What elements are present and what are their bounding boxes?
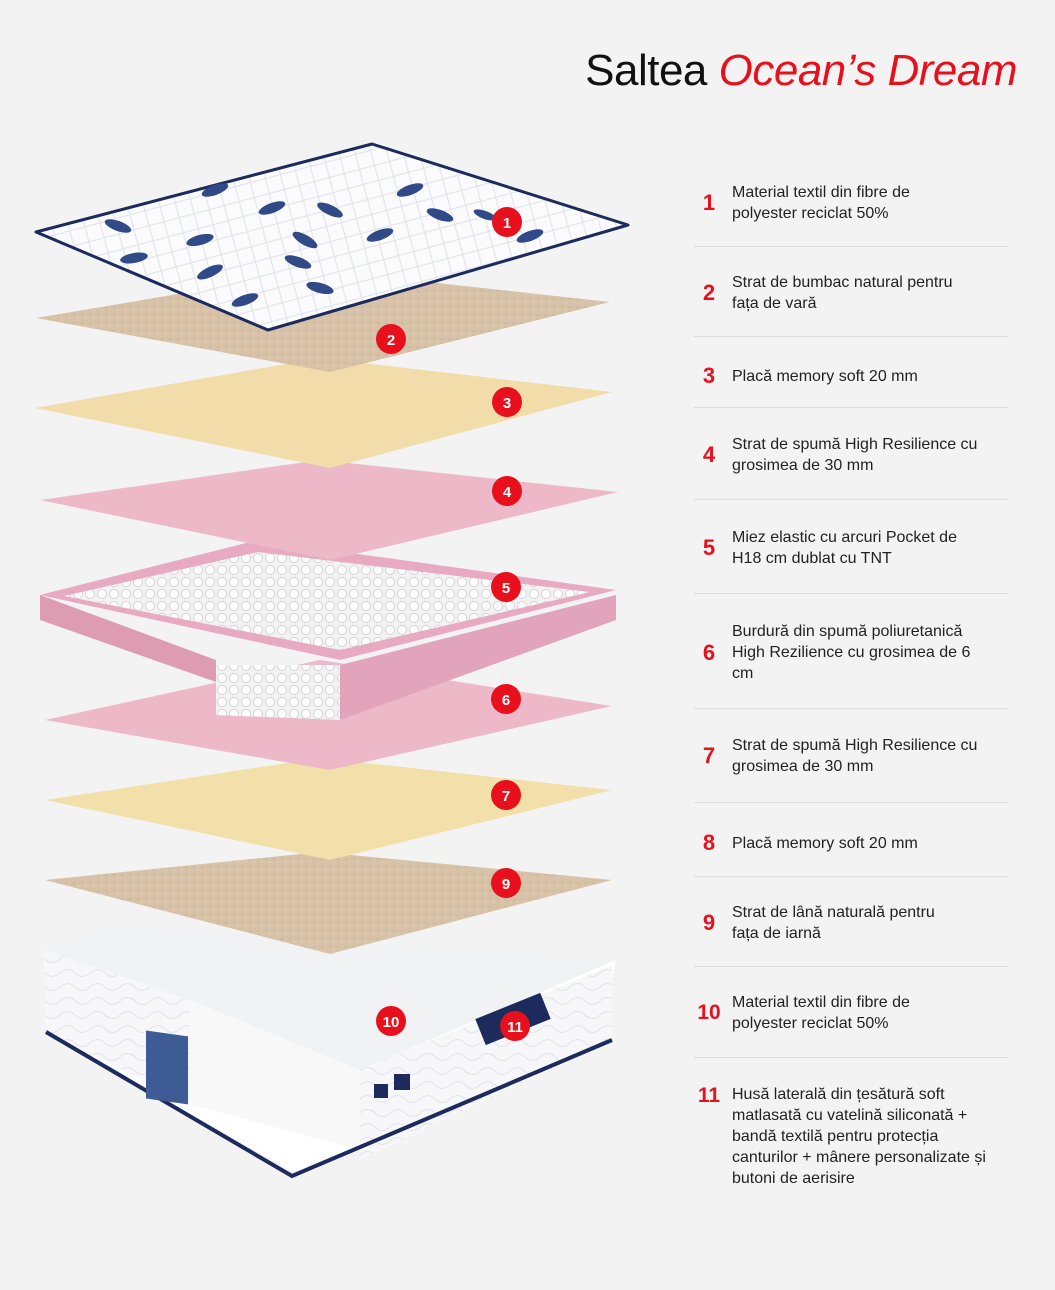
badge-6: 6 (491, 684, 521, 714)
svg-text:4: 4 (503, 484, 512, 501)
top-quilted-cover (34, 142, 630, 332)
layer-3-shape (35, 358, 612, 468)
legend-number: 11 (697, 1084, 721, 1107)
legend-number: 2 (702, 280, 716, 305)
legend-number: 9 (702, 910, 716, 935)
legend-text: Material textil din fibre de polyester r… (732, 184, 910, 222)
legend-number: 4 (702, 442, 716, 467)
divider (694, 499, 1008, 500)
layer-8-shape (45, 758, 612, 860)
badge-1: 1 (492, 207, 522, 237)
svg-text:6: 6 (502, 692, 510, 709)
divider (694, 407, 1008, 408)
title-accent: Ocean’s Dream (718, 46, 1018, 95)
badge-9: 9 (491, 868, 521, 898)
legend-item-6: 6 Burdură din spumă poliuretanică High R… (686, 621, 1008, 684)
divider (694, 336, 1008, 337)
badge-11: 11 (500, 1011, 530, 1041)
title-prefix: Saltea (585, 46, 707, 95)
legend-number: 8 (702, 830, 716, 855)
legend-number: 10 (697, 1001, 721, 1024)
divider (694, 802, 1008, 803)
legend-item-11: 11 Husă laterală din țesătură soft matla… (686, 1084, 1008, 1189)
divider (694, 708, 1008, 709)
divider (694, 1057, 1008, 1058)
divider (694, 876, 1008, 877)
svg-text:9: 9 (502, 876, 510, 893)
page-title: Saltea Ocean’s Dream (585, 46, 1017, 96)
legend-item-2: 2 Strat de bumbac natural pentru fața de… (686, 272, 1008, 314)
legend-item-8: 8 Placă memory soft 20 mm (686, 830, 1008, 856)
badge-10: 10 (376, 1006, 406, 1036)
legend-item-3: 3 Placă memory soft 20 mm (686, 363, 1008, 389)
legend-item-5: 5 Miez elastic cu arcuri Pocket de H18 c… (686, 527, 1008, 569)
layer-badges: 1 2 3 4 5 6 7 9 10 11 (376, 207, 530, 1041)
legend-number: 6 (702, 639, 716, 665)
mattress-layers-illustration: 1 2 3 4 5 6 7 9 10 11 (34, 142, 630, 1179)
legend-number: 3 (702, 363, 716, 388)
legend-number: 5 (702, 535, 716, 560)
legend-text: Husă laterală din țesătură soft matlasat… (732, 1086, 986, 1187)
layer-4-shape (40, 460, 618, 560)
legend-text: Burdură din spumă poliuretanică High Rez… (732, 623, 971, 682)
svg-text:5: 5 (502, 580, 510, 597)
divider (694, 246, 1008, 247)
legend-text: Strat de spumă High Resilience cu grosim… (732, 737, 978, 775)
legend-item-10: 10 Material textil din fibre de polyeste… (686, 992, 1008, 1034)
legend-item-1: 1 Material textil din fibre de polyester… (686, 182, 1008, 224)
badge-4: 4 (492, 476, 522, 506)
legend-text: Placă memory soft 20 mm (732, 367, 918, 385)
legend-item-9: 9 Strat de lână naturală pentru fața de … (686, 902, 1008, 944)
legend-text: Miez elastic cu arcuri Pocket de H18 cm … (732, 529, 957, 567)
legend-text: Placă memory soft 20 mm (732, 834, 918, 852)
svg-text:10: 10 (383, 1014, 400, 1031)
badge-3: 3 (492, 387, 522, 417)
legend-item-4: 4 Strat de spumă High Resilience cu gros… (686, 434, 1008, 476)
layer-2-shape (36, 270, 610, 372)
legend-text: Material textil din fibre de polyester r… (732, 994, 910, 1032)
divider (694, 966, 1008, 967)
svg-text:11: 11 (507, 1019, 523, 1036)
legend-text: Strat de bumbac natural pentru fața de v… (732, 274, 953, 312)
legend-number: 1 (702, 190, 716, 215)
legend-item-7: 7 Strat de spumă High Resilience cu gros… (686, 735, 1008, 777)
svg-text:1: 1 (503, 215, 511, 232)
legend-text: Strat de lână naturală pentru fața de ia… (732, 904, 935, 942)
legend-number: 7 (702, 743, 716, 768)
divider (694, 593, 1008, 594)
base-box (44, 924, 616, 1179)
layer-9-shape (45, 852, 612, 954)
svg-text:7: 7 (502, 788, 510, 805)
svg-text:3: 3 (503, 395, 511, 412)
svg-text:2: 2 (387, 332, 395, 349)
badge-5: 5 (491, 572, 521, 602)
badge-7: 7 (491, 780, 521, 810)
badge-2: 2 (376, 324, 406, 354)
legend-text: Strat de spumă High Resilience cu grosim… (732, 436, 978, 474)
spring-core (40, 540, 616, 720)
